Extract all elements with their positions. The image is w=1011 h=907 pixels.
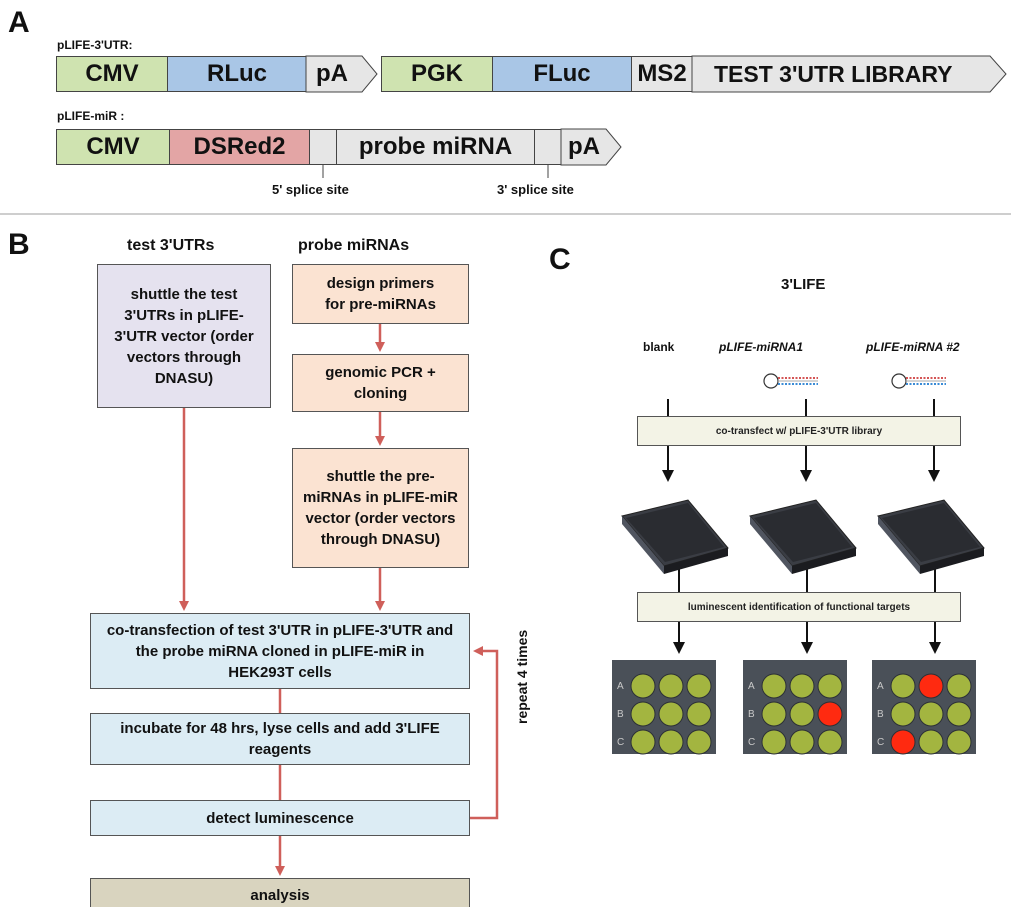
utr-cmv-segment: CMV: [56, 56, 168, 92]
splice-3-label: 3' splice site: [497, 182, 574, 197]
row-letter: B: [748, 709, 755, 720]
wellplate-mirna2: A B C: [872, 660, 976, 755]
row-letter: C: [748, 737, 755, 748]
well: [789, 701, 815, 727]
shuttle-premirna-box: shuttle the pre-miRNAs in pLIFE-miR vect…: [292, 448, 469, 568]
well: [686, 701, 712, 727]
mir-construct-label: pLIFE-miR :: [57, 109, 125, 123]
cotransfect-bar: co-transfect w/ pLIFE-3'UTR library: [637, 416, 961, 446]
incubate-box: incubate for 48 hrs, lyse cells and add …: [90, 713, 470, 765]
well-positive: [918, 673, 944, 699]
row-letter: A: [748, 681, 755, 692]
three-life-title: 3'LIFE: [781, 276, 826, 293]
well-positive: [890, 729, 916, 755]
well-plates: A B C A B C A B C: [612, 660, 976, 755]
mirna1-label: pLIFE-miRNA1: [719, 340, 803, 354]
design-primers-box: design primers for pre-miRNAs: [292, 264, 469, 324]
hairpin-mirna1-icon: [763, 373, 818, 389]
well: [658, 673, 684, 699]
luminescent-bar: luminescent identification of functional…: [637, 592, 961, 622]
blank-label: blank: [643, 340, 675, 354]
wellplate-mirna1: A B C: [743, 660, 847, 755]
genomic-pcr-box: genomic PCR + cloning: [292, 354, 469, 412]
well: [890, 701, 916, 727]
well: [761, 673, 787, 699]
well: [761, 729, 787, 755]
mir-dsred2-segment: DSRed2: [169, 129, 310, 165]
well: [761, 701, 787, 727]
utr-pa-shape: [305, 55, 378, 93]
repeat-loop-arrow: [470, 646, 499, 820]
probe-mirnas-heading: probe miRNAs: [298, 237, 410, 254]
well: [946, 701, 972, 727]
well: [946, 673, 972, 699]
test-utrs-heading: test 3'UTRs: [127, 237, 215, 254]
shuttle-utr-box: shuttle the test 3'UTRs in pLIFE-3'UTR v…: [97, 264, 271, 408]
mirna2-label: pLIFE-miRNA #2: [866, 340, 960, 354]
utr-pgk-segment: PGK: [381, 56, 493, 92]
row-letter: A: [617, 681, 624, 692]
utr-construct-label: pLIFE-3'UTR:: [57, 38, 133, 52]
well: [789, 729, 815, 755]
panel-c-letter: C: [549, 243, 571, 276]
well: [789, 673, 815, 699]
utr-rluc-segment: RLuc: [167, 56, 307, 92]
well: [946, 729, 972, 755]
row-letter: C: [617, 737, 624, 748]
panel-b-letter: B: [8, 228, 30, 261]
row-letter: A: [877, 681, 884, 692]
well: [918, 729, 944, 755]
well: [658, 729, 684, 755]
plate-mirna1-icon: [749, 499, 857, 574]
detect-luminescence-box: detect luminescence: [90, 800, 470, 836]
utr-library-segment: TEST 3'UTR LIBRARY: [714, 60, 953, 87]
hairpin-mirna2-icon: [891, 373, 946, 389]
mir-cmv-segment: CMV: [56, 129, 170, 165]
analysis-box: analysis: [90, 878, 470, 907]
splice-5-label: 5' splice site: [272, 182, 349, 197]
well: [817, 729, 843, 755]
mir-pa-segment: pA: [568, 133, 600, 160]
mir-probe-mirna-segment: probe miRNA: [336, 129, 535, 165]
plate-blank-icon: [621, 499, 729, 574]
well: [686, 729, 712, 755]
utr-pa-segment: pA: [316, 60, 348, 87]
utr-library-shape: [691, 55, 1007, 93]
well-positive: [817, 701, 843, 727]
well: [817, 673, 843, 699]
row-letter: B: [877, 709, 884, 720]
cotransfection-box: co-transfection of test 3'UTR in pLIFE-3…: [90, 613, 470, 689]
utr-ms2-segment: MS2: [631, 56, 693, 92]
well: [686, 673, 712, 699]
well: [890, 673, 916, 699]
well: [630, 701, 656, 727]
well: [918, 701, 944, 727]
panel-a-letter: A: [8, 6, 30, 39]
mir-pa-shape: [560, 128, 622, 166]
well: [658, 701, 684, 727]
row-letter: C: [877, 737, 884, 748]
plate-mirna2-icon: [877, 499, 985, 574]
wellplate-blank: A B C: [612, 660, 716, 755]
row-letter: B: [617, 709, 624, 720]
mir-splice-right-segment: [534, 129, 562, 165]
well: [630, 729, 656, 755]
well: [630, 673, 656, 699]
